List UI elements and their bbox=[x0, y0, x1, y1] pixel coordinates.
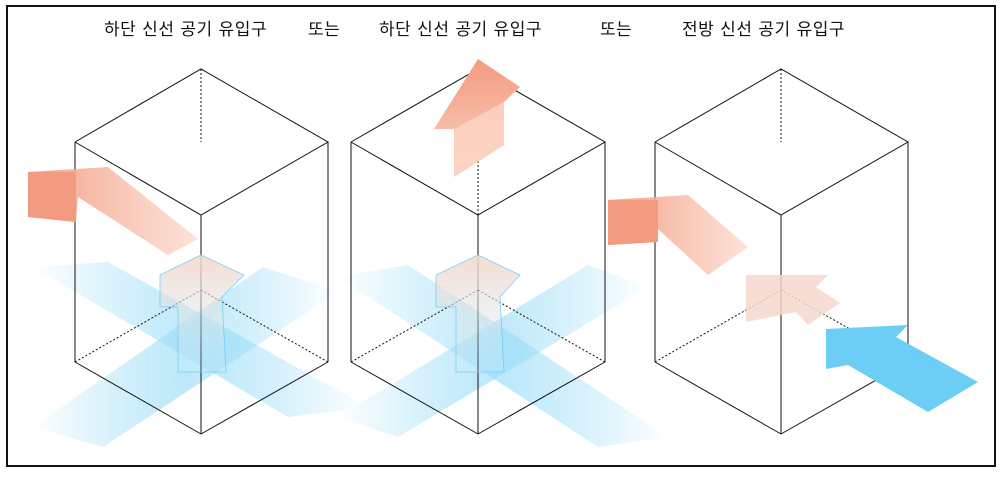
cabinet-2 bbox=[338, 59, 668, 447]
caption-or-1: 또는 bbox=[308, 20, 341, 40]
cabinet-1 bbox=[28, 68, 368, 447]
caption-bottom-intake-2: 하단 신선 공기 유입구 bbox=[379, 20, 542, 40]
cool-air-intake-arrow bbox=[826, 325, 978, 412]
diagram-frame: 하단 신선 공기 유입구 또는 하단 신선 공기 유입구 또는 전방 신선 공기… bbox=[6, 5, 996, 467]
updraft-arrow-1 bbox=[159, 254, 245, 373]
cabinet-3 bbox=[608, 68, 978, 435]
airflow-diagram bbox=[28, 59, 978, 447]
internal-flow-arrow bbox=[746, 275, 840, 325]
caption-front-intake: 전방 신선 공기 유입구 bbox=[682, 20, 845, 40]
caption-or-2: 또는 bbox=[600, 20, 633, 40]
updraft-arrow-2 bbox=[435, 254, 521, 373]
caption-bottom-intake-1: 하단 신선 공기 유입구 bbox=[104, 20, 267, 40]
